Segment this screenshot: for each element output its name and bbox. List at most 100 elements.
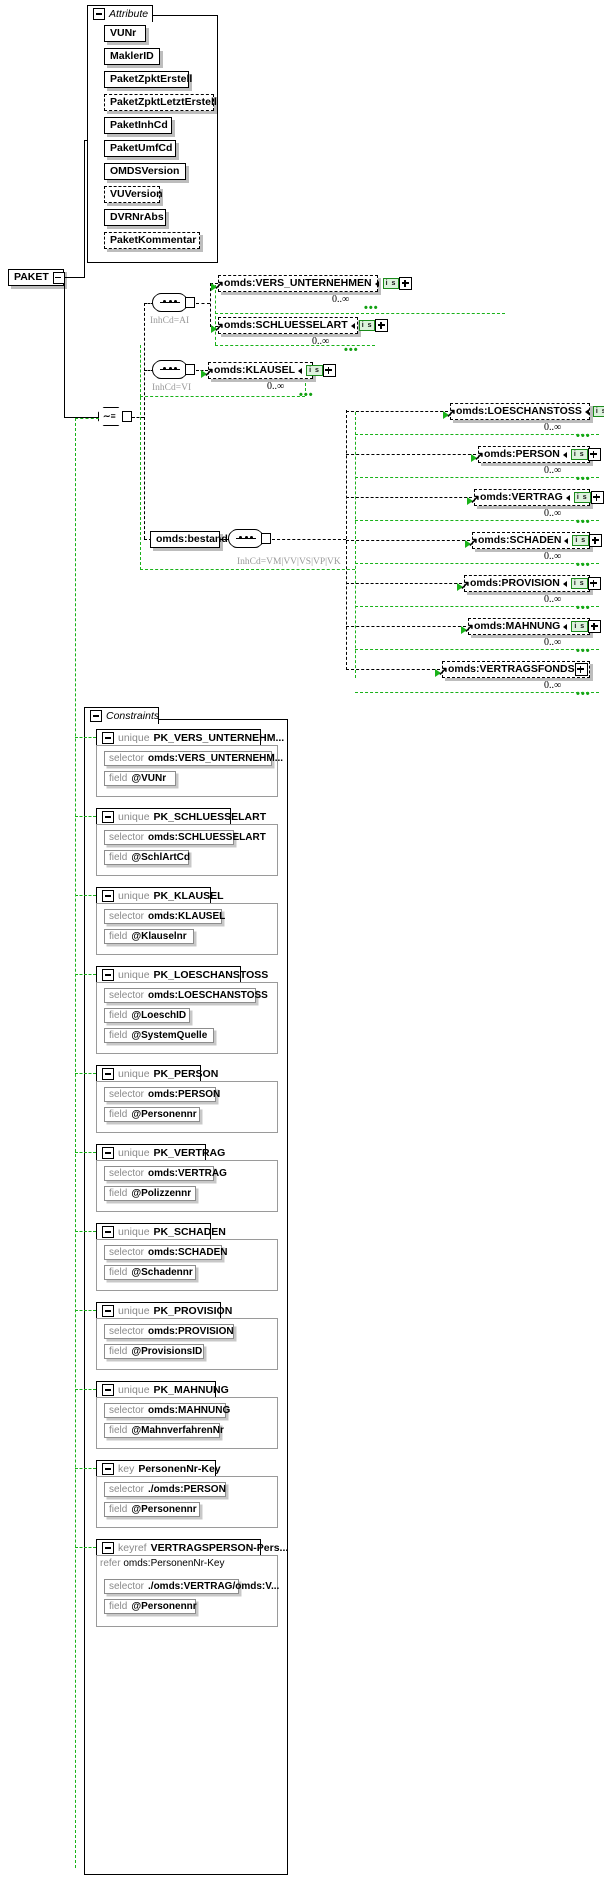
collapse-icon[interactable]: [102, 1542, 114, 1554]
constraint-row-value: omds:VERS_UNTERNEHM...: [148, 753, 284, 764]
constraint-row[interactable]: field@MahnverfahrenNr: [104, 1423, 224, 1438]
constraint-row[interactable]: field@Polizzennr: [104, 1186, 196, 1201]
constraint-row-key: selector: [109, 990, 145, 1001]
attribute-item[interactable]: VUNr: [104, 25, 146, 42]
expand-icon[interactable]: [589, 534, 603, 547]
constraint-link-rail: [75, 418, 76, 1868]
attribute-item[interactable]: PaketUmfCd: [104, 140, 176, 157]
constraint-row[interactable]: field@Schadennr: [104, 1265, 196, 1280]
connector: [84, 140, 88, 141]
collapse-icon[interactable]: [102, 1305, 114, 1317]
connector: [84, 140, 85, 278]
constraint-row[interactable]: selector./omds:PERSON: [104, 1482, 226, 1497]
attribute-item[interactable]: PaketZpktLetztErstell: [104, 94, 217, 111]
attribute-item[interactable]: PaketInhCd: [104, 117, 172, 134]
collapse-icon[interactable]: [102, 890, 114, 902]
constraint-row[interactable]: field@Personennr: [104, 1502, 200, 1517]
expand-icon[interactable]: [587, 448, 601, 461]
collapse-icon[interactable]: [102, 969, 114, 981]
element-omds-bestand[interactable]: omds:bestand: [150, 531, 228, 548]
constraint-row[interactable]: field@Personennr: [104, 1107, 200, 1122]
element-node[interactable]: omds:VERTRAGSFONDS: [442, 661, 590, 678]
connector-arrow-icon: ↗: [214, 278, 225, 292]
sequence-compositor-vi[interactable]: [152, 360, 196, 381]
collapse-icon[interactable]: [90, 710, 102, 722]
expand-icon[interactable]: [587, 577, 601, 590]
constraint-row[interactable]: field@SchlArtCd: [104, 850, 190, 865]
sequence-expand-handle[interactable]: [261, 533, 271, 544]
collapse-icon[interactable]: [102, 1463, 114, 1475]
collapse-icon[interactable]: [102, 811, 114, 823]
constraints-tab[interactable]: Constraints: [84, 707, 159, 724]
constraint-row[interactable]: field@Personennr: [104, 1599, 197, 1614]
expand-icon[interactable]: [399, 277, 413, 290]
attribute-item[interactable]: PaketZpktErstell: [104, 71, 192, 88]
constraint-row[interactable]: field@Klauselnr: [104, 929, 194, 944]
attribute-item[interactable]: MaklerID: [104, 48, 160, 65]
constraint-row[interactable]: field@ProvisionsID: [104, 1344, 204, 1359]
sequence-compositor-bestand[interactable]: [228, 529, 272, 550]
collapse-icon[interactable]: [102, 1147, 114, 1159]
constraint-row[interactable]: selector./omds:VERTRAG/omds:V...: [104, 1579, 279, 1594]
choice-expand-handle[interactable]: [122, 411, 132, 422]
collapse-icon[interactable]: [93, 8, 105, 20]
expand-icon[interactable]: [590, 491, 604, 504]
root-element-paket[interactable]: PAKET: [8, 269, 65, 286]
collapse-icon[interactable]: [102, 1384, 114, 1396]
sequence-expand-handle[interactable]: [185, 297, 195, 308]
expand-icon[interactable]: [588, 620, 602, 633]
collapse-icon[interactable]: [102, 1226, 114, 1238]
choice-compositor[interactable]: ∼≡: [98, 407, 132, 428]
expand-icon[interactable]: [375, 319, 389, 332]
attribute-group-tab[interactable]: Attribute: [87, 5, 153, 22]
constraint-kind: unique: [118, 1226, 150, 1238]
constraint-link-rail: [75, 418, 99, 419]
attribute-item[interactable]: VUVersion: [104, 186, 163, 203]
group-highlight: [215, 313, 505, 314]
sequence-compositor-ai[interactable]: [152, 293, 196, 314]
collapse-icon[interactable]: [52, 271, 65, 284]
attribute-item[interactable]: DVRNrAbs: [104, 209, 166, 226]
sequence-expand-handle[interactable]: [185, 364, 195, 375]
collapse-icon[interactable]: [102, 1068, 114, 1080]
expand-icon[interactable]: [322, 364, 336, 377]
collapse-icon[interactable]: [102, 732, 114, 744]
constraint-row[interactable]: field@LoeschID: [104, 1008, 190, 1023]
attribute-item[interactable]: OMDSVersion: [104, 163, 186, 180]
constraint-name: PersonenNr-Key: [138, 1463, 221, 1475]
group-highlight: [355, 477, 599, 478]
attribute-item[interactable]: PaketKommentar: [104, 232, 200, 249]
constraint-row[interactable]: field@VUNr: [104, 771, 176, 786]
expand-icon[interactable]: [574, 663, 588, 676]
constraint-row[interactable]: field@SystemQuelle: [104, 1028, 214, 1043]
